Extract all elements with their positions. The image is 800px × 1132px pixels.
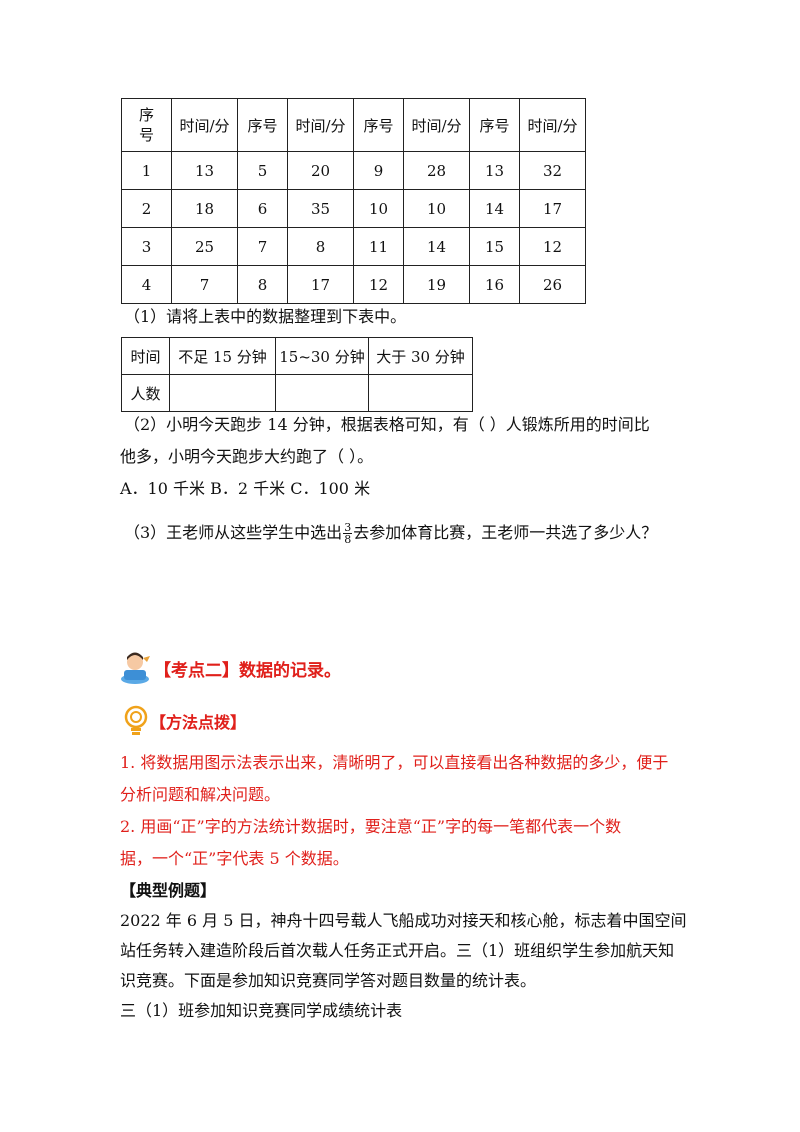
tip-line: 1. 将数据用图示法表示出来，清晰明了，可以直接看出各种数据的多少，便于 [120,753,669,772]
table-row: 3 25 7 8 11 14 15 12 [121,227,586,266]
question-1: （1）请将上表中的数据整理到下表中。 [124,307,407,326]
table-cell: 28 [403,151,470,190]
question-2-line2: 他多，小明今天跑步大约跑了（ ）。 [120,447,374,466]
table-cell: 19 [403,265,470,304]
table-cell: 7 [171,265,238,304]
table-cell: 10 [353,189,404,228]
question-3-text-end: 去参加体育比赛，王老师一共选了多少人？ [353,523,658,542]
table-cell: 9 [353,151,404,190]
table-cell: 7 [237,227,288,266]
table-cell: 14 [469,189,520,228]
header-cell: 时间/分 [519,98,586,152]
header-cell: 不足 15 分钟 [169,337,276,375]
header-cell: 时间/分 [287,98,354,152]
row-label: 人数 [121,374,170,412]
header-cell: 时间/分 [171,98,238,152]
tip-line: 据，一个“正”字代表 5 个数据。 [120,849,349,868]
blank-cell[interactable] [275,374,369,412]
question-2-line1: （2）小明今天跑步 14 分钟，根据表格可知，有（ ）人锻炼所用的时间比 [124,415,650,434]
data-table: 序号 时间/分 序号 时间/分 序号 时间/分 序号 时间/分 1 13 5 2… [121,98,586,304]
example-title: 【典型例题】 [120,881,217,900]
table-cell: 25 [171,227,238,266]
question-3-text: （3）王老师从这些学生中选出 [124,523,343,542]
header-cell: 序号 [353,98,404,152]
table-cell: 18 [171,189,238,228]
header-cell: 序号 [121,98,172,152]
table-cell: 5 [237,151,288,190]
table-cell: 12 [519,227,586,266]
header-cell: 时间/分 [403,98,470,152]
example-line: 识竞赛。下面是参加知识竞赛同学答对题目数量的统计表。 [120,971,537,990]
table-cell: 26 [519,265,586,304]
table-cell: 16 [469,265,520,304]
table-header-row: 时间 不足 15 分钟 15~30 分钟 大于 30 分钟 [121,337,473,375]
table-cell: 1 [121,151,172,190]
table-cell: 17 [287,265,354,304]
table-cell: 8 [237,265,288,304]
table-cell: 14 [403,227,470,266]
header-cell: 15~30 分钟 [275,337,369,375]
table-row: 1 13 5 20 9 28 13 32 [121,151,586,190]
table-cell: 4 [121,265,172,304]
table-row: 2 18 6 35 10 10 14 17 [121,189,586,228]
table-cell: 12 [353,265,404,304]
header-cell: 大于 30 分钟 [368,337,473,375]
example-line: 站任务转入建造阶段后首次载人任务正式开启。三（1）班组织学生参加航天知 [120,941,675,960]
header-cell: 序号 [237,98,288,152]
table-row: 4 7 8 17 12 19 16 26 [121,265,586,304]
section-title: 【考点二】数据的记录。 [154,661,341,681]
table-cell: 10 [403,189,470,228]
lightbulb-icon [122,704,150,738]
table-cell: 6 [237,189,288,228]
table-cell: 20 [287,151,354,190]
example-line: 三（1）班参加知识竞赛同学成绩统计表 [120,1001,403,1020]
table-cell: 13 [469,151,520,190]
blank-cell[interactable] [169,374,276,412]
table-cell: 11 [353,227,404,266]
header-cell: 序号 [469,98,520,152]
method-title: 【方法点拨】 [150,713,247,732]
example-line: 2022 年 6 月 5 日，神舟十四号载人飞船成功对接天和核心舱，标志着中国空… [120,911,687,930]
fraction-numerator: 3 [343,521,353,534]
fraction-denominator: 8 [344,533,352,546]
question-2-options: A．10 千米 B．2 千米 C．100 米 [120,479,371,498]
tally-table: 时间 不足 15 分钟 15~30 分钟 大于 30 分钟 人数 [121,337,473,412]
table-cell: 35 [287,189,354,228]
tip-line: 分析问题和解决问题。 [120,785,281,804]
table-cell: 17 [519,189,586,228]
table-cell: 32 [519,151,586,190]
table-header-row: 序号 时间/分 序号 时间/分 序号 时间/分 序号 时间/分 [121,98,586,152]
table-cell: 15 [469,227,520,266]
blank-cell[interactable] [368,374,473,412]
tip-line: 2. 用画“正”字的方法统计数据时，要注意“正”字的每一笔都代表一个数 [120,817,622,836]
table-row: 人数 [121,374,473,412]
table-cell: 13 [171,151,238,190]
table-cell: 2 [121,189,172,228]
table-cell: 3 [121,227,172,266]
header-cell: 时间 [121,337,170,375]
table-cell: 8 [287,227,354,266]
student-icon [120,648,154,686]
